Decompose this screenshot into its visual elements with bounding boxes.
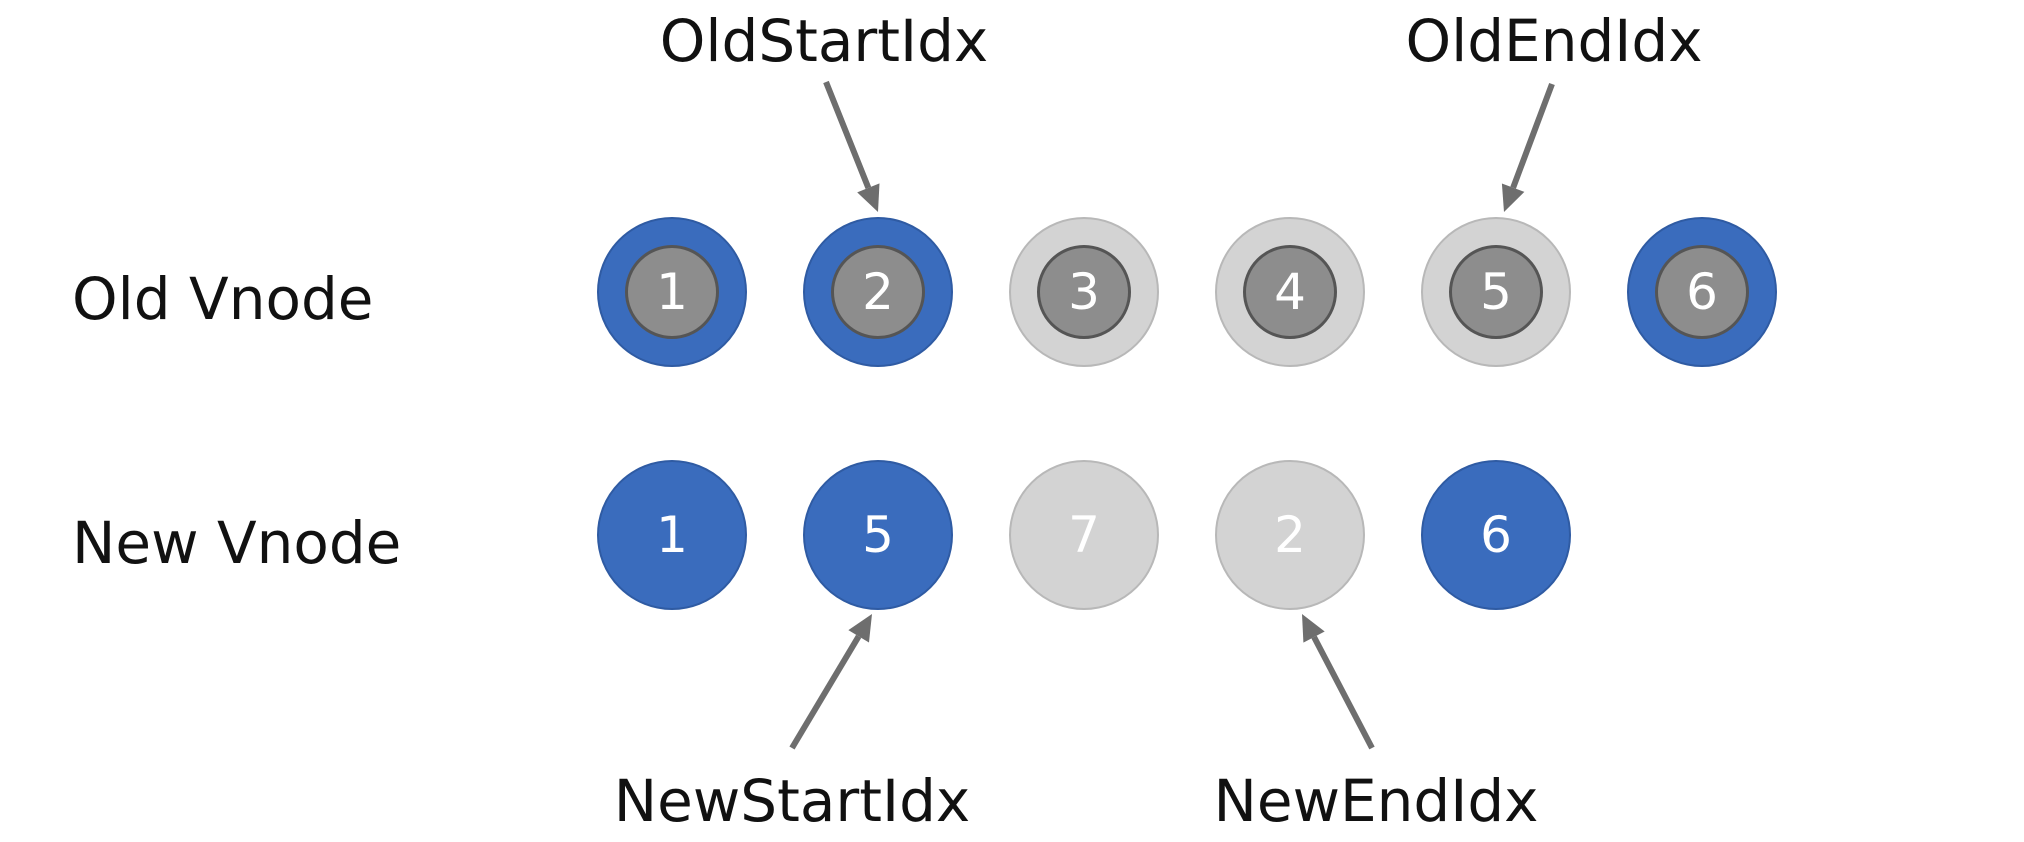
old-vnode-inner: 1 bbox=[625, 245, 719, 339]
old-vnode-value: 2 bbox=[862, 263, 894, 321]
old-vnode-value: 5 bbox=[1480, 263, 1512, 321]
old-vnode-value: 4 bbox=[1274, 263, 1306, 321]
new-vnode-value: 1 bbox=[656, 506, 688, 564]
new-vnode-4: 2 bbox=[1215, 460, 1365, 610]
old-vnode-6: 6 bbox=[1627, 217, 1777, 367]
old-vnode-5: 5 bbox=[1421, 217, 1571, 367]
new-vnode-value: 5 bbox=[862, 506, 894, 564]
old-vnode-label: Old Vnode bbox=[72, 265, 374, 333]
new-vnode-5: 6 bbox=[1421, 460, 1571, 610]
new-start-idx-arrow-shaft bbox=[789, 634, 862, 750]
old-end-idx-arrow bbox=[1501, 82, 1555, 212]
new-vnode-1: 1 bbox=[597, 460, 747, 610]
new-end-idx-label: NewEndIdx bbox=[1213, 767, 1539, 835]
old-vnode-1: 1 bbox=[597, 217, 747, 367]
old-vnode-value: 3 bbox=[1068, 263, 1100, 321]
old-vnode-inner: 5 bbox=[1449, 245, 1543, 339]
old-vnode-3: 3 bbox=[1009, 217, 1159, 367]
new-start-idx-label: NewStartIdx bbox=[613, 767, 971, 835]
new-end-idx-arrow-head bbox=[1302, 614, 1325, 643]
old-end-idx-label: OldEndIdx bbox=[1405, 7, 1703, 75]
new-vnode-value: 6 bbox=[1480, 506, 1512, 564]
new-end-idx-arrow bbox=[1302, 614, 1375, 750]
old-start-idx-arrow bbox=[823, 80, 880, 212]
new-end-idx-arrow-shaft bbox=[1311, 635, 1375, 750]
old-end-idx-arrow-shaft bbox=[1510, 82, 1555, 189]
old-start-idx-arrow-head bbox=[857, 183, 880, 212]
new-vnode-value: 7 bbox=[1068, 506, 1100, 564]
old-end-idx-arrow-head bbox=[1501, 183, 1525, 212]
new-start-idx-arrow-head bbox=[848, 614, 872, 643]
new-vnode-label: New Vnode bbox=[72, 509, 402, 577]
new-vnode-3: 7 bbox=[1009, 460, 1159, 610]
old-vnode-2: 2 bbox=[803, 217, 953, 367]
old-vnode-value: 1 bbox=[656, 263, 688, 321]
old-vnode-value: 6 bbox=[1686, 263, 1718, 321]
old-vnode-inner: 2 bbox=[831, 245, 925, 339]
old-start-idx-arrow-shaft bbox=[823, 80, 872, 189]
new-start-idx-arrow bbox=[789, 614, 872, 750]
old-start-idx-label: OldStartIdx bbox=[659, 7, 989, 75]
old-vnode-4: 4 bbox=[1215, 217, 1365, 367]
old-vnode-inner: 3 bbox=[1037, 245, 1131, 339]
old-vnode-inner: 4 bbox=[1243, 245, 1337, 339]
new-vnode-2: 5 bbox=[803, 460, 953, 610]
new-vnode-value: 2 bbox=[1274, 506, 1306, 564]
old-vnode-inner: 6 bbox=[1655, 245, 1749, 339]
